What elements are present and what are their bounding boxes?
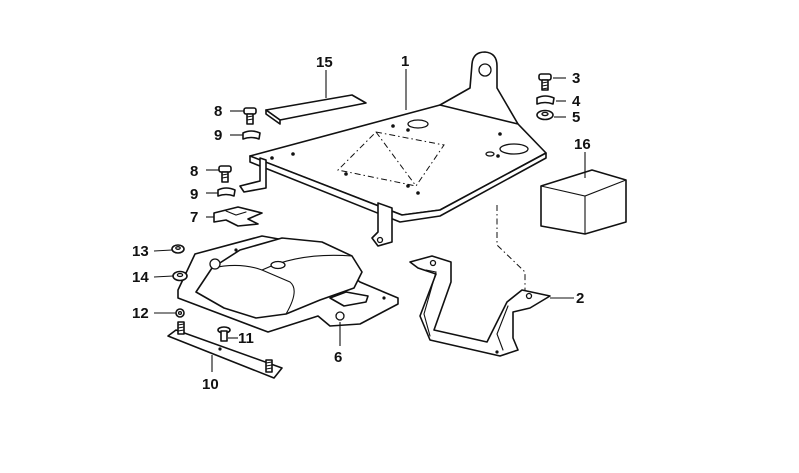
callout-1: 1 bbox=[401, 53, 409, 70]
callout-13: 13 bbox=[132, 243, 149, 260]
callout-14: 14 bbox=[132, 269, 149, 286]
part-1-bracket-plate bbox=[239, 51, 547, 247]
part-6-cover-housing bbox=[177, 235, 399, 333]
part-11-screw bbox=[217, 326, 231, 342]
part-12-lock-washer bbox=[175, 308, 185, 318]
callout-11: 11 bbox=[238, 330, 254, 347]
callout-12: 12 bbox=[132, 305, 149, 322]
part-9-washer-lower bbox=[217, 187, 236, 197]
leader-lines bbox=[153, 69, 586, 372]
part-5-nut bbox=[536, 109, 554, 121]
callout-labels: 1 15 3 4 5 8 9 8 9 7 16 13 14 12 11 10 6… bbox=[132, 53, 591, 393]
callout-15: 15 bbox=[316, 54, 333, 71]
part-2-support-bracket bbox=[409, 255, 551, 357]
callout-9-upper: 9 bbox=[214, 127, 222, 144]
callout-9-lower: 9 bbox=[190, 186, 198, 203]
callout-5: 5 bbox=[572, 109, 580, 126]
part-7-clip bbox=[213, 206, 263, 227]
alignment-line bbox=[496, 205, 526, 292]
callout-3: 3 bbox=[572, 70, 580, 87]
part-8-screw-lower bbox=[218, 165, 232, 183]
part-15-pad bbox=[265, 94, 367, 125]
part-10-stud-plate bbox=[167, 321, 283, 379]
part-16-module-box bbox=[540, 169, 627, 235]
callout-8-upper: 8 bbox=[214, 103, 222, 120]
part-8-screw-upper bbox=[243, 107, 257, 125]
callout-8-lower: 8 bbox=[190, 163, 198, 180]
callout-2: 2 bbox=[576, 290, 584, 307]
callout-7: 7 bbox=[190, 209, 198, 226]
part-4-washer bbox=[536, 95, 555, 105]
callout-6: 6 bbox=[334, 349, 342, 366]
part-3-screw bbox=[538, 73, 552, 91]
part-9-washer-upper bbox=[242, 130, 261, 140]
callout-10: 10 bbox=[202, 376, 219, 393]
callout-4: 4 bbox=[572, 93, 581, 110]
part-13-nut bbox=[171, 244, 185, 254]
part-14-nut bbox=[172, 270, 188, 282]
callout-16: 16 bbox=[574, 136, 591, 153]
